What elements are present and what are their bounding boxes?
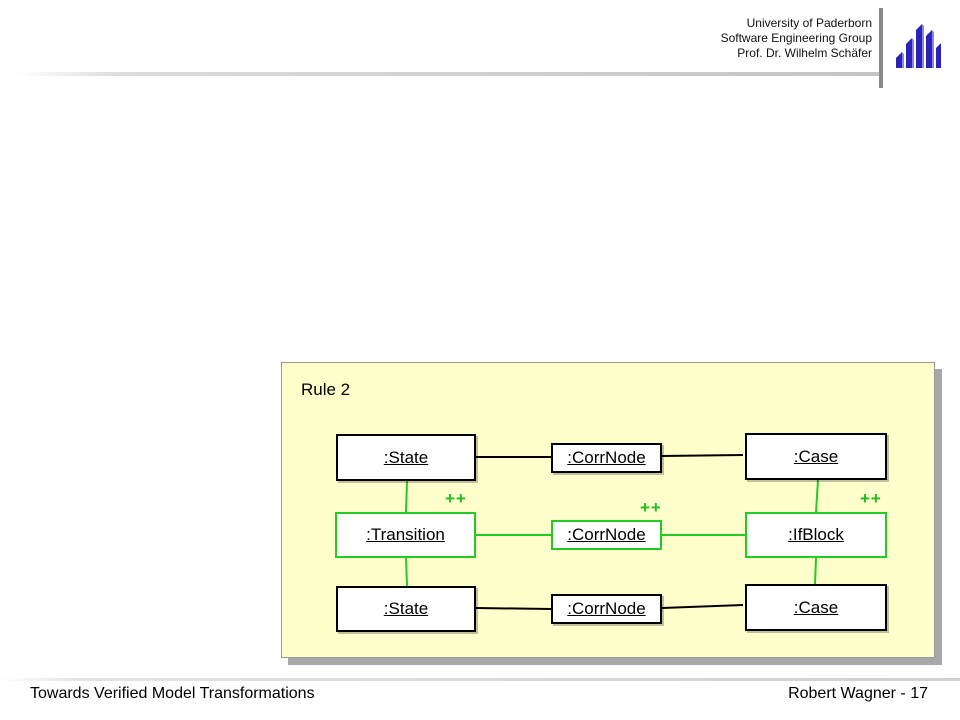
link-corrnode-case-top: [661, 454, 744, 457]
header-divider: [16, 72, 880, 76]
author-page-number: Robert Wagner - 17: [788, 685, 928, 702]
group-name: Software Engineering Group: [720, 31, 872, 45]
rule-title: Rule 2: [301, 380, 351, 399]
node-state-bottom: :State: [336, 586, 476, 632]
professor-name: Prof. Dr. Wilhelm Schäfer: [737, 46, 872, 60]
node-corrnode-bottom: :CorrNode: [551, 594, 662, 624]
header-vertical-divider: [879, 8, 883, 88]
node-case-top: :Case: [745, 433, 887, 480]
affiliation-block: University of Paderborn Software Enginee…: [612, 16, 872, 61]
create-marker-middle: ++: [640, 498, 662, 517]
link-state-corrnode-bottom: [475, 607, 552, 610]
link-state-transition: [405, 480, 408, 513]
link-case-ifblock: [815, 479, 819, 513]
node-case-bottom: :Case: [745, 584, 887, 631]
link-corrnode-case-bottom: [661, 604, 744, 609]
node-transition: :Transition: [335, 512, 476, 558]
university-name: University of Paderborn: [746, 16, 872, 30]
node-ifblock: :IfBlock: [745, 512, 887, 558]
create-marker-left: ++: [445, 489, 467, 508]
node-corrnode-top: :CorrNode: [551, 443, 662, 473]
link-transition-state: [405, 557, 408, 587]
node-state-top: :State: [336, 434, 476, 481]
footer-divider: [0, 678, 960, 681]
university-logo-icon: [896, 24, 941, 68]
presentation-title: Towards Verified Model Transformations: [30, 685, 315, 702]
link-ifblock-case: [814, 557, 817, 585]
create-marker-right: ++: [860, 489, 882, 508]
node-corrnode-middle: :CorrNode: [551, 520, 662, 550]
